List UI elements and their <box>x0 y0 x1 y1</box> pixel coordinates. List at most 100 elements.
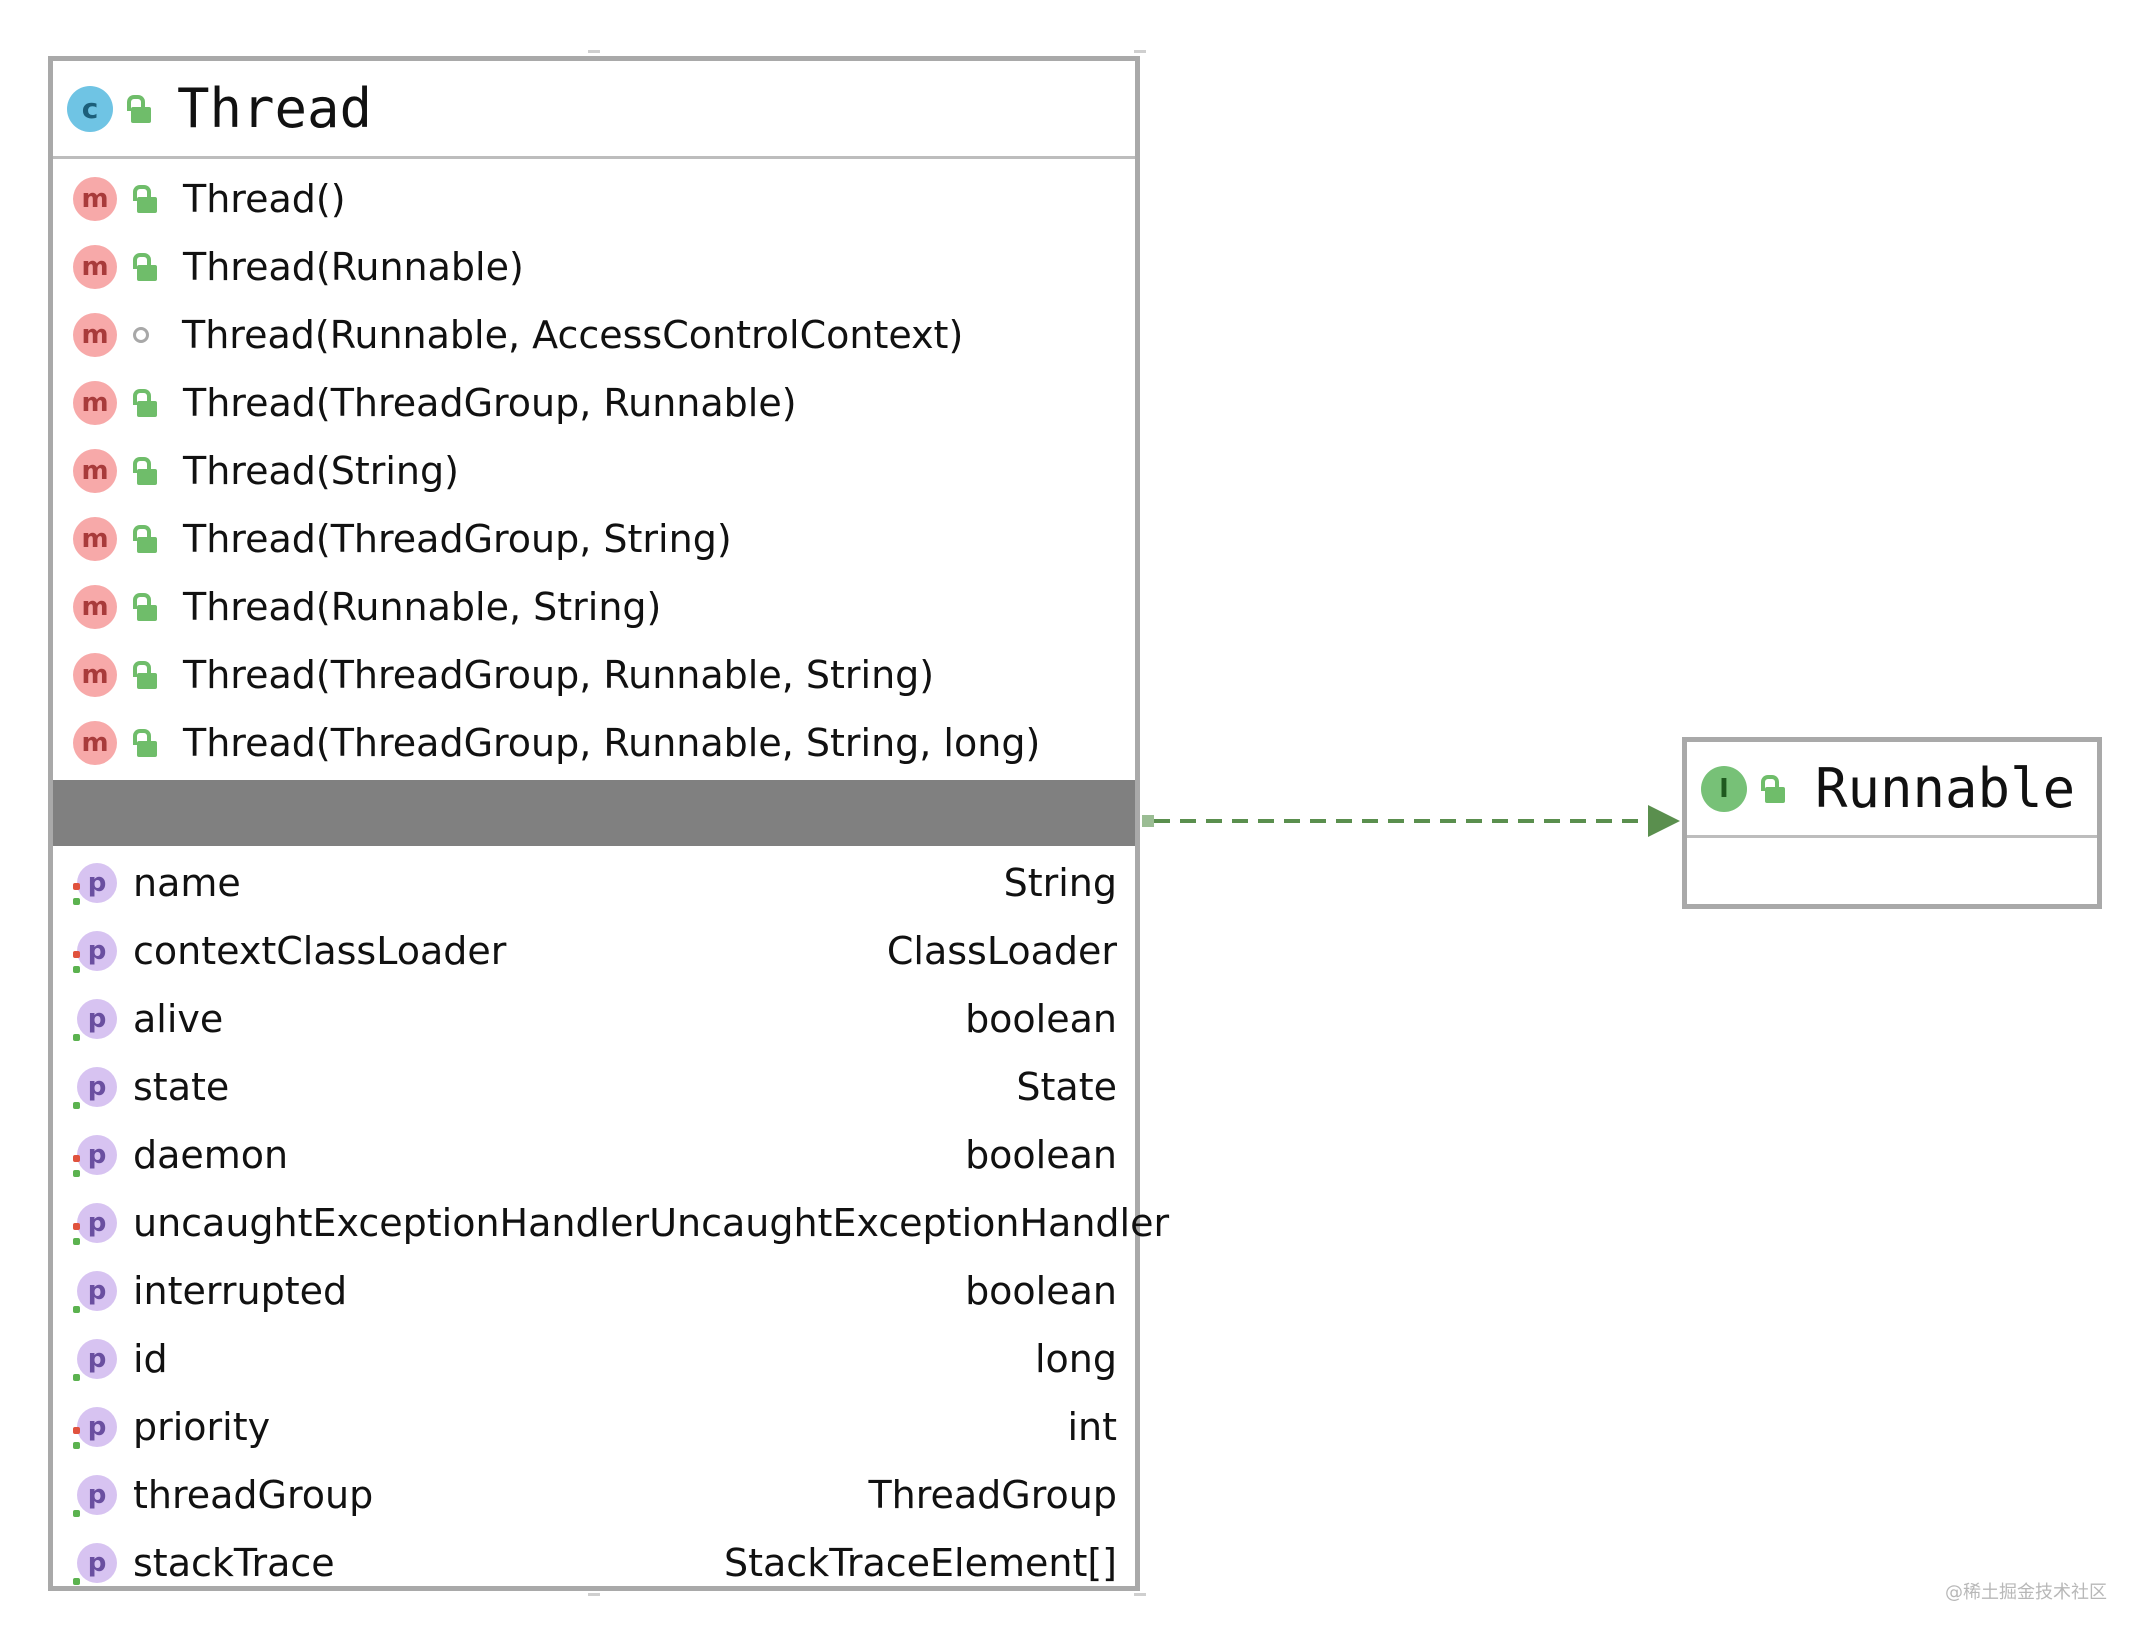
method-label: Thread(Runnable, String) <box>183 585 662 629</box>
method-row[interactable]: m Thread(ThreadGroup, Runnable, String) <box>53 641 1135 709</box>
getter-marker-icon <box>73 1170 80 1177</box>
method-label: Thread(ThreadGroup, Runnable) <box>183 381 797 425</box>
method-row[interactable]: m Thread(ThreadGroup, Runnable) <box>53 369 1135 437</box>
property-icon: p <box>73 1131 121 1179</box>
property-row[interactable]: p contextClassLoader ClassLoader <box>53 917 1135 985</box>
property-type: ThreadGroup <box>868 1473 1117 1517</box>
setter-marker-icon <box>73 1223 80 1230</box>
property-name: priority <box>133 1405 271 1449</box>
public-lock-icon <box>133 389 157 417</box>
property-name: state <box>133 1065 230 1109</box>
public-lock-icon <box>133 729 157 757</box>
property-icon: p <box>73 1403 121 1451</box>
runnable-interface-node[interactable]: I Runnable <box>1682 737 2102 909</box>
method-row[interactable]: m Thread() <box>53 165 1135 233</box>
getter-marker-icon <box>73 1306 80 1313</box>
method-icon: m <box>73 177 117 221</box>
property-badge: p <box>77 1135 117 1175</box>
property-badge: p <box>77 1271 117 1311</box>
public-lock-icon <box>127 94 151 123</box>
property-badge: p <box>77 1543 117 1583</box>
method-icon: m <box>73 653 117 697</box>
property-name: id <box>133 1337 168 1381</box>
getter-marker-icon <box>73 1102 80 1109</box>
method-row[interactable]: m Thread(Runnable, String) <box>53 573 1135 641</box>
getter-marker-icon <box>73 898 80 905</box>
method-label: Thread(String) <box>183 449 459 493</box>
method-label: Thread(ThreadGroup, String) <box>183 517 732 561</box>
arrow-start-handle <box>1142 815 1154 827</box>
property-icon: p <box>73 1199 121 1247</box>
method-label: Thread(ThreadGroup, Runnable, String) <box>183 653 935 697</box>
selection-handle <box>588 1593 600 1596</box>
interface-icon: I <box>1701 765 1747 812</box>
property-badge: p <box>77 1067 117 1107</box>
interface-title: Runnable <box>1815 757 2076 820</box>
property-row[interactable]: p priority int <box>53 1393 1135 1461</box>
property-icon: p <box>73 859 121 907</box>
public-lock-icon <box>133 457 157 485</box>
method-icon: m <box>73 585 117 629</box>
package-private-icon <box>133 327 149 343</box>
property-icon: p <box>73 927 121 975</box>
getter-marker-icon <box>73 1238 80 1245</box>
property-badge: p <box>77 1475 117 1515</box>
property-row[interactable]: p threadGroup ThreadGroup <box>53 1461 1135 1529</box>
property-name: daemon <box>133 1133 289 1177</box>
property-type: boolean <box>965 1133 1117 1177</box>
property-badge: p <box>77 1203 117 1243</box>
interface-header: I Runnable <box>1687 742 2097 838</box>
getter-marker-icon <box>73 1442 80 1449</box>
property-type: String <box>1003 861 1117 905</box>
property-icon: p <box>73 1063 121 1111</box>
property-type: UncaughtExceptionHandler <box>649 1201 1170 1245</box>
property-name: threadGroup <box>133 1473 374 1517</box>
setter-marker-icon <box>73 883 80 890</box>
method-icon: m <box>73 517 117 561</box>
class-header: c Thread <box>53 61 1135 159</box>
property-type: ClassLoader <box>886 929 1117 973</box>
property-type: int <box>1067 1405 1117 1449</box>
method-label: Thread() <box>183 177 346 221</box>
property-name: alive <box>133 997 224 1041</box>
property-badge: p <box>77 863 117 903</box>
property-type: long <box>1034 1337 1117 1381</box>
property-name: contextClassLoader <box>133 929 507 973</box>
property-icon: p <box>73 1471 121 1519</box>
method-label: Thread(Runnable, AccessControlContext) <box>182 313 964 357</box>
class-title: Thread <box>177 77 373 140</box>
getter-marker-icon <box>73 1034 80 1041</box>
property-badge: p <box>77 999 117 1039</box>
getter-marker-icon <box>73 1374 80 1381</box>
getter-marker-icon <box>73 966 80 973</box>
method-label: Thread(ThreadGroup, Runnable, String, lo… <box>183 721 1041 765</box>
getter-marker-icon <box>73 1578 80 1585</box>
method-row[interactable]: m Thread(ThreadGroup, String) <box>53 505 1135 573</box>
public-lock-icon <box>1761 774 1785 803</box>
section-separator <box>53 780 1135 846</box>
property-name: uncaughtExceptionHandler <box>133 1201 650 1245</box>
method-icon: m <box>73 381 117 425</box>
public-lock-icon <box>133 593 157 621</box>
property-name: interrupted <box>133 1269 348 1313</box>
setter-marker-icon <box>73 1155 80 1162</box>
setter-marker-icon <box>73 951 80 958</box>
selection-handle <box>1134 50 1146 53</box>
getter-marker-icon <box>73 1510 80 1517</box>
property-type: StackTraceElement[] <box>724 1541 1117 1585</box>
